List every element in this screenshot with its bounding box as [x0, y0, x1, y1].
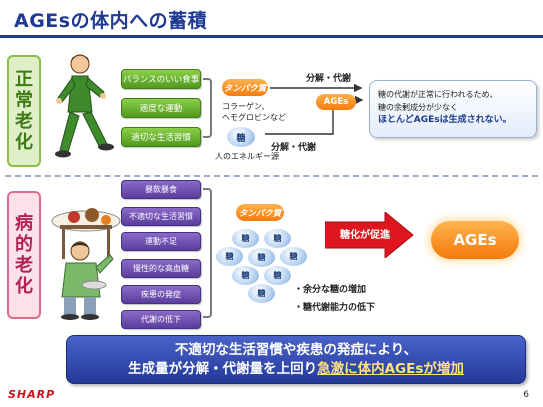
sugar-bubble: 糖	[264, 229, 291, 248]
sugar-bubble: 糖	[264, 266, 291, 285]
arrow-shape	[324, 210, 414, 260]
disease-label-char: 的	[15, 234, 33, 255]
sugar-bubble: 糖	[280, 247, 307, 266]
glycation-arrow: 糖化が促進	[324, 210, 415, 260]
section-divider	[5, 175, 538, 177]
sugar-bubble: 糖	[232, 266, 259, 285]
cause-improper-lifestyle: 不適切な生活習慣	[121, 207, 201, 226]
sugar-bubble: 糖	[227, 127, 255, 147]
causes-bracket	[203, 188, 212, 318]
normal-label-char: 常	[15, 90, 33, 111]
normal-flow-arrows	[265, 83, 364, 135]
protein-badge-disease: タンパク質	[236, 204, 284, 221]
pathological-aging-label: 病 的 老 化	[7, 191, 41, 319]
bullet-excess-sugar: ・余分な糖の増加	[294, 285, 367, 295]
normal-label-char: 化	[15, 132, 33, 153]
sugar-note: 人のエネルギー源	[215, 152, 279, 161]
sugar-bubble: 糖	[216, 247, 243, 266]
cause-metabolic-decline: 代謝の低下	[121, 310, 201, 329]
banner-line-2-part-a: 生成量が分解・代謝量を上回り	[128, 361, 318, 377]
ages-small-badge: AGEs	[316, 94, 356, 110]
summary-banner: 不適切な生活習慣や疾患の発症により、 生成量が分解・代謝量を上回り急激に体内AG…	[66, 335, 526, 384]
reaction-label-bottom: 分解・代謝	[271, 143, 317, 153]
bullet-metabolic-capacity: ・糖代謝能力の低下	[294, 303, 376, 313]
cause-chronic-hyperglycemia: 慢性的な高血糖	[121, 259, 201, 278]
protein-example-line: ヘモグロビンなど	[222, 113, 286, 122]
cause-overeating: 暴飲暴食	[121, 180, 201, 199]
cause-lack-of-exercise: 運動不足	[121, 232, 201, 251]
sugar-bubble: 糖	[232, 229, 259, 248]
habit-proper-lifestyle: 適切な生活習慣	[121, 127, 201, 147]
glycation-label: 糖化が促進	[340, 230, 390, 241]
habit-moderate-exercise: 適度な運動	[121, 98, 201, 118]
habit-balanced-diet: バランスのいい食事	[121, 69, 201, 89]
disease-label-char: 化	[15, 276, 33, 297]
walking-man-illustration	[55, 54, 114, 158]
sugar-bubble: 糖	[248, 248, 275, 267]
disease-label-char: 病	[15, 213, 33, 234]
normal-label-char: 正	[15, 69, 33, 90]
protein-examples: コラーゲン、 ヘモグロビンなど	[222, 101, 286, 123]
sugar-bubble: 糖	[248, 284, 275, 303]
ages-large-badge: AGEs	[431, 221, 519, 259]
disease-label-char: 老	[15, 255, 33, 276]
title-rule	[0, 35, 543, 38]
info-line: 糖の代謝が正常に行われるため、	[378, 90, 498, 99]
info-line: 糖の余剰成分が少なく	[378, 103, 458, 112]
banner-line-1: 不適切な生活習慣や疾患の発症により、	[174, 342, 418, 358]
normal-aging-label: 正 常 老 化	[7, 55, 41, 167]
sharp-logo: SHARP	[8, 388, 56, 401]
protein-badge: タンパク質	[222, 79, 268, 96]
reaction-label-top: 分解・代謝	[306, 74, 352, 84]
eating-man-illustration	[51, 208, 121, 320]
habits-bracket	[203, 78, 212, 138]
normal-result-box: 糖の代謝が正常に行われるため、 糖の余剰成分が少なく ほとんどAGEsは生成され…	[369, 80, 537, 138]
banner-line-2-emphasis: 急激に体内AGEsが増加	[317, 361, 464, 377]
page-number: 6	[523, 390, 529, 400]
info-conclusion: ほとんどAGEsは生成されない。	[378, 115, 512, 125]
normal-label-char: 老	[15, 111, 33, 132]
protein-example-line: コラーゲン、	[222, 102, 270, 111]
banner-line-2: 生成量が分解・代謝量を上回り急激に体内AGEsが増加	[67, 360, 525, 379]
page-title: AGEsの体内への蓄積	[14, 10, 208, 32]
cause-disease-onset: 疾患の発症	[121, 285, 201, 304]
